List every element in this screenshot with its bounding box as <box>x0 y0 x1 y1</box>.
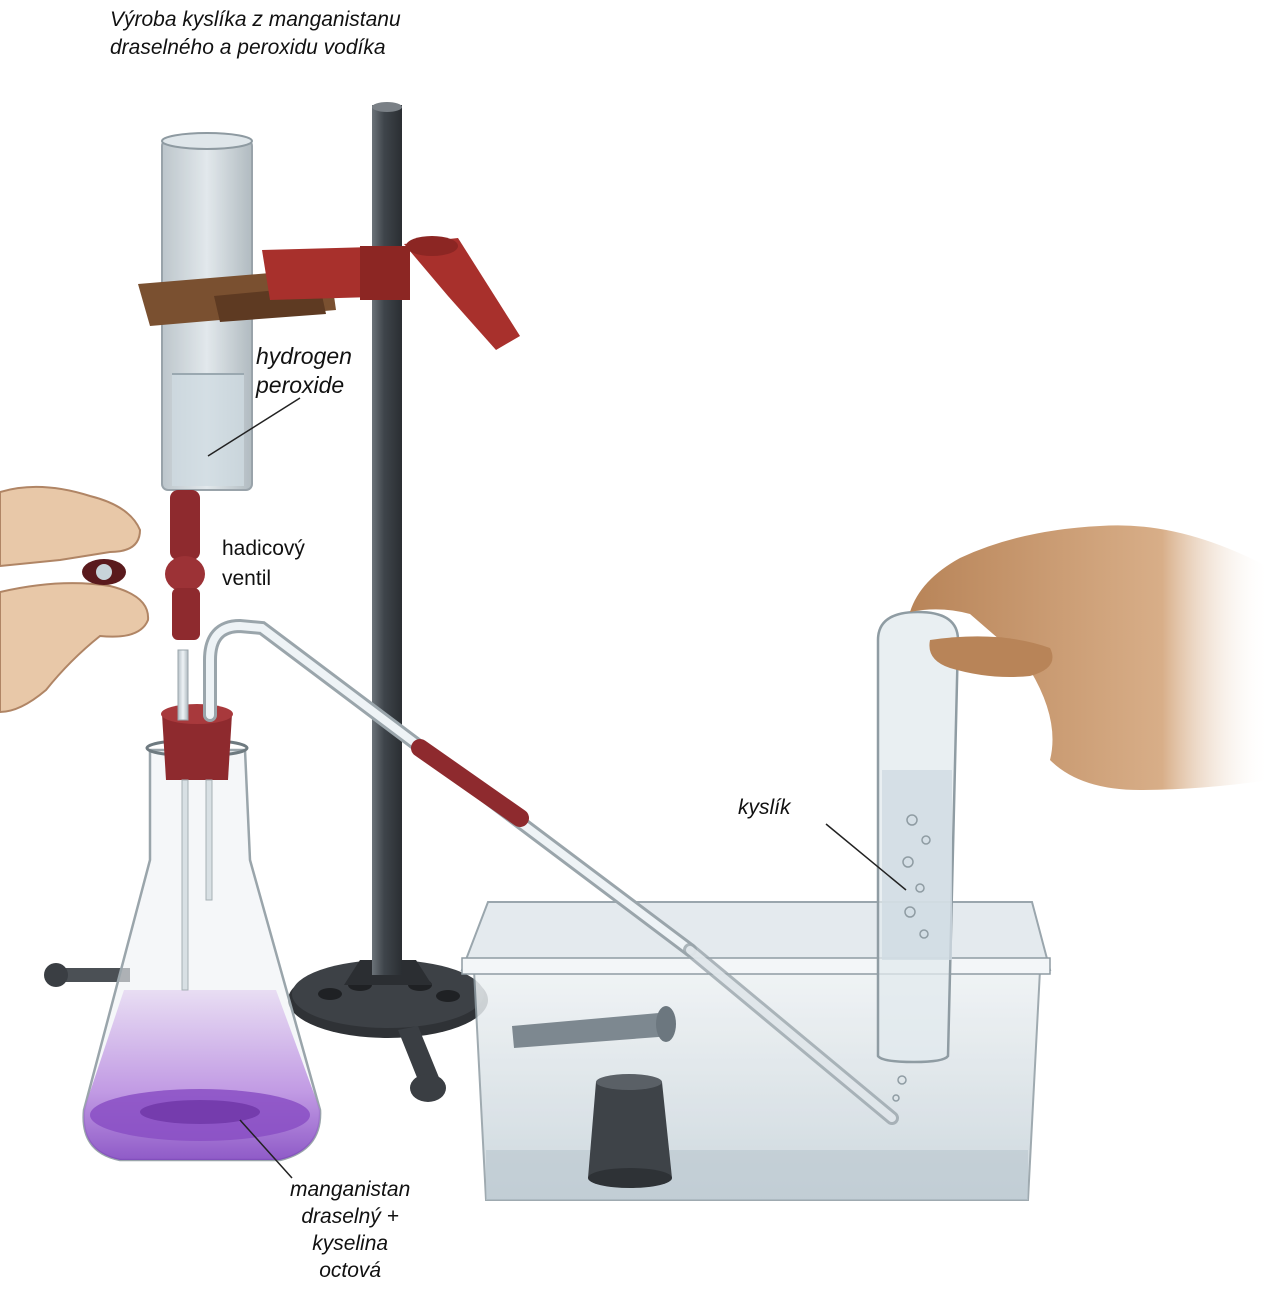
delivery-tube <box>203 618 899 1125</box>
leader-oxygen <box>825 823 907 891</box>
title-line-2: draselného a peroxidu vodíka <box>110 36 386 59</box>
water-tray <box>460 901 1052 1201</box>
label-permanganate-line-4: octová <box>319 1259 382 1282</box>
rubber-stopper <box>161 649 233 991</box>
title-line-1: Výroba kyslíka z manganistanu <box>110 8 401 31</box>
left-hand <box>0 485 150 714</box>
label-hose-valve-line-1: hadicový <box>222 537 305 560</box>
label-hydrogen-peroxide: hydrogen peroxide <box>256 342 352 400</box>
label-oxygen: kyslík <box>738 796 791 819</box>
label-hose-valve: hadicový ventil <box>222 534 305 594</box>
clamp <box>138 236 520 350</box>
collection-tube <box>876 610 960 1102</box>
leader-kmno4 <box>239 1119 293 1179</box>
hose-valve <box>165 490 205 640</box>
leader-lines <box>207 397 907 1179</box>
erlenmeyer-flask <box>82 738 322 1162</box>
stand-rod <box>372 102 402 975</box>
diagram-title: Výroba kyslíka z manganistanu draselného… <box>110 6 401 62</box>
label-permanganate-line-3: kyselina <box>312 1232 389 1255</box>
label-permanganate-line-2: draselný + <box>301 1205 399 1228</box>
label-permanganate-line-1: manganistan <box>290 1178 411 1201</box>
stand-leg <box>44 963 130 987</box>
leader-hydrogen-peroxide <box>207 397 301 457</box>
stand-base <box>288 960 488 1102</box>
label-hydrogen-peroxide-line-1: hydrogen <box>256 343 352 369</box>
label-hydrogen-peroxide-line-2: peroxide <box>256 372 345 398</box>
label-permanganate: manganistan draselný + kyselina octová <box>290 1176 410 1284</box>
label-hose-valve-line-2: ventil <box>222 567 272 590</box>
right-hand <box>910 525 1270 790</box>
